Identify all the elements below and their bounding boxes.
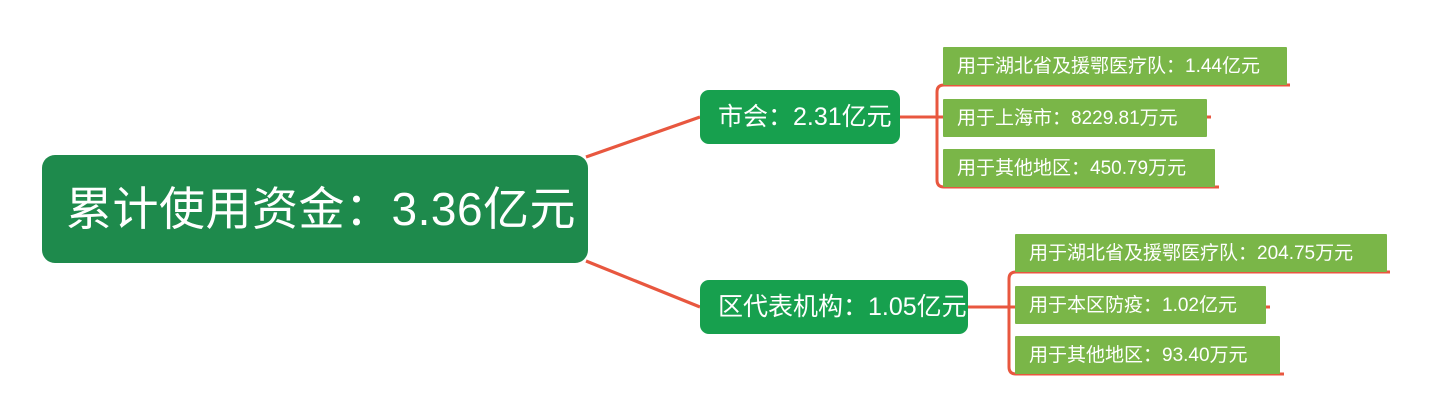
leaf-node-branch1-hubei[interactable]: 用于湖北省及援鄂医疗队：204.75万元: [1015, 234, 1387, 272]
leaf-node-branch0-other[interactable]: 用于其他地区：450.79万元: [943, 149, 1215, 187]
root-node[interactable]: 累计使用资金：3.36亿元: [42, 155, 588, 263]
connector-root-to-branch-0: [585, 115, 701, 159]
leaf-node-branch1-other[interactable]: 用于其他地区：93.40万元: [1015, 336, 1280, 374]
leaf-node-branch1-benqu[interactable]: 用于本区防疫：1.02亿元: [1015, 286, 1266, 324]
leaf-node-branch0-shanghai[interactable]: 用于上海市：8229.81万元: [943, 99, 1207, 137]
branch-node-shihui[interactable]: 市会：2.31亿元: [700, 90, 900, 144]
branch-node-qudaibiaojigou[interactable]: 区代表机构：1.05亿元: [700, 280, 968, 334]
leaf-node-branch0-hubei[interactable]: 用于湖北省及援鄂医疗队：1.44亿元: [943, 47, 1287, 85]
connector-root-to-branch-1: [585, 259, 701, 309]
